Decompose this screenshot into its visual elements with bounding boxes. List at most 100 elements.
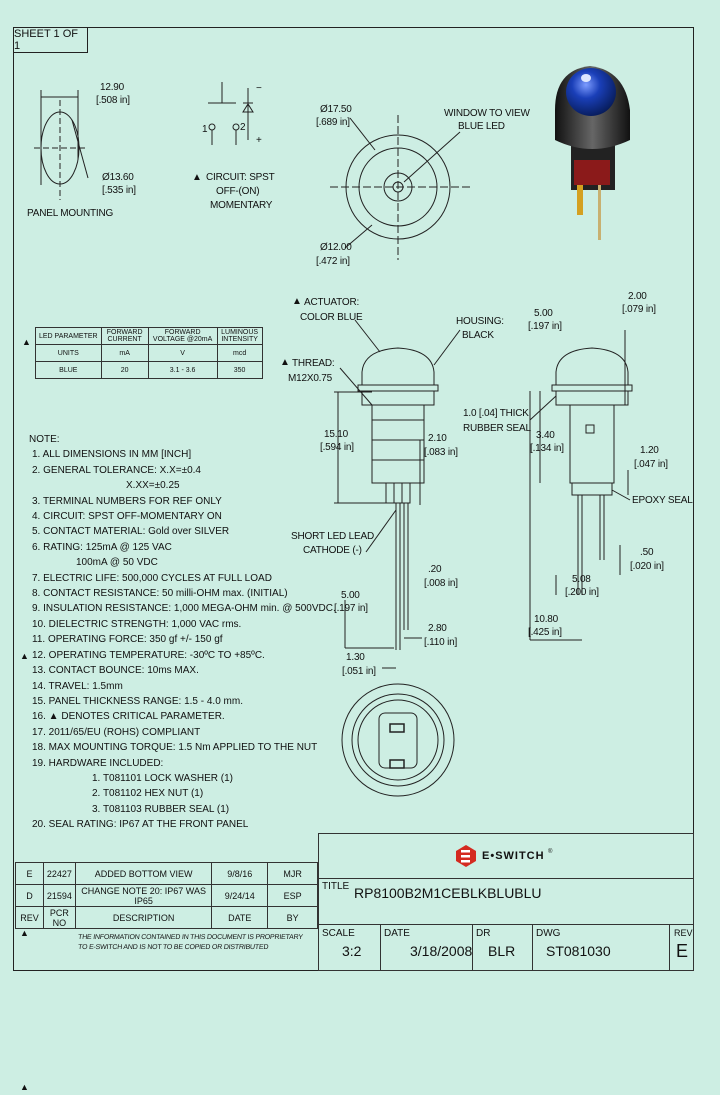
revision-cell: DATE [211,906,269,929]
led-u3: mcd [216,344,263,362]
side-actuator1: ACTUATOR: [304,297,360,308]
note-line: 20. SEAL RATING: IP67 AT THE FRONT PANEL [32,819,249,831]
side2-d120-in: [.047 in] [634,459,668,470]
side2-seal2: RUBBER SEAL [463,423,531,434]
side-thread1: THREAD: [292,358,335,369]
product-photo [555,66,630,240]
top-d2: Ø12.00 [320,242,352,253]
note-line: 11. OPERATING FORCE: 350 gf +/- 150 gf [32,634,223,646]
notes-block: NOTE:1. ALL DIMENSIONS IN MM [INCH]2. GE… [20,432,336,1092]
led-b2: 3.1 - 3.6 [147,361,218,379]
note-line: 18. MAX MOUNTING TORQUE: 1.5 Nm APPLIED … [32,742,318,754]
side-d1510-in: [.594 in] [320,442,354,453]
side-lead2: CATHODE (-) [303,545,362,556]
note-line: 19. HARDWARE INCLUDED: [32,757,164,769]
note-line: 10. DIELECTRIC STRENGTH: 1,000 VAC rms. [32,618,242,630]
brand-name: E•SWITCH [482,850,545,862]
side-d500: 5.00 [341,590,360,601]
critical-mark: ▲ [292,296,302,307]
note-line: 6. RATING: 125mA @ 125 VAC [32,541,172,553]
side2-epoxy: EPOXY SEAL [632,495,693,506]
revision-cell: 9/8/16 [211,862,269,885]
side-view [334,347,439,669]
revision-cell: REV [15,906,44,929]
note-line: 4. CIRCUIT: SPST OFF-MOMENTARY ON [32,511,222,523]
circuit-minus: − [256,83,262,94]
scale-label: SCALE [322,928,355,939]
circuit-p2: 2 [240,122,246,133]
revision-cell: PCR NO [42,906,76,929]
led-b1: 20 [100,361,149,379]
note-line: 16. ▲ DENOTES CRITICAL PARAMETER. [32,711,225,723]
leader-lines [339,319,631,553]
side-d210-in: [.083 in] [424,447,458,458]
side-housing2: BLACK [462,330,494,341]
panel-dim1: 12.90 [100,82,125,93]
led-h2: FORWARD VOLTAGE @20mA [147,327,218,345]
dr-value: BLR [488,943,516,959]
revision-cell: 22427 [42,862,76,885]
circuit-symbol [208,82,254,145]
side-d130-in: [.051 in] [342,666,376,677]
circuit-sub2: MOMENTARY [210,200,273,211]
revision-cell: MJR [267,862,318,885]
revision-cell: BY [267,906,318,929]
side-housing1: HOUSING: [456,316,504,327]
led-h1: FORWARD CURRENT [100,327,149,345]
note-line: NOTE: [29,434,60,445]
side2-d050-in: [.020 in] [630,561,664,572]
side-d210: 2.10 [428,433,447,444]
top-d2-in: [.472 in] [316,256,350,267]
side2-seal1: 1.0 [.04] THICK [463,408,529,419]
circuit-plus: + [256,135,262,146]
note-line: 12. OPERATING TEMPERATURE: -30ºC TO +85º… [32,649,265,661]
side2-d200: 2.00 [628,291,647,302]
critical-mark: ▲ [22,337,31,347]
side-d280-in: [.110 in] [424,637,458,648]
sheet-number: SHEET 1 OF 1 [13,27,88,53]
dr-label: DR [476,928,491,939]
side-d020-in: [.008 in] [424,578,458,589]
note-line: 9. INSULATION RESISTANCE: 1,000 MEGA-OHM… [32,603,336,615]
side2-d500: 5.00 [534,308,553,319]
side2-d1080-in: [.425 in] [528,627,562,638]
top-d1-in: [.689 in] [316,117,350,128]
note-line: 13. CONTACT BOUNCE: 10ms MAX. [32,665,199,677]
note-line: 8. CONTACT RESISTANCE: 50 milli-OHM max.… [32,588,288,600]
led-h0: LED PARAMETER [35,327,102,345]
top-window2: BLUE LED [458,121,505,132]
note-line: 14. TRAVEL: 1.5mm [32,680,123,692]
side2-d120: 1.20 [640,445,659,456]
side2-d340: 3.40 [536,430,555,441]
led-h3: LUMINOUS INTENSITY [216,327,263,345]
critical-mark: ▲ [20,927,29,938]
note-line: X.XX=±0.25 [126,480,180,492]
dwg-label: DWG [536,928,561,939]
panel-dim1-in: [.508 in] [96,95,130,106]
e-switch-logo-icon [456,845,476,867]
circuit-label: CIRCUIT: SPST [206,172,275,183]
side2-d500-in: [.197 in] [528,321,562,332]
revision-cell: 21594 [42,884,76,907]
rev-value: E [676,941,689,961]
note-line: 100mA @ 50 VDC [76,557,158,569]
revision-cell: E [15,862,44,885]
panel-dim2-in: [.535 in] [102,185,136,196]
led-table: LED PARAMETER FORWARD CURRENT FORWARD VO… [35,327,263,379]
date-value: 3/18/2008 [410,943,473,959]
revision-cell: D [15,884,44,907]
side2-d340-in: [.134 in] [530,443,564,454]
note-line: 1. T081101 LOCK WASHER (1) [92,772,233,784]
top-d1: Ø17.50 [320,104,352,115]
technical-drawing [34,82,633,797]
side2-d508: 5.08 [572,574,591,585]
side-d130: 1.30 [346,652,365,663]
rev-label: REV [674,928,693,938]
side-view-2 [529,330,633,641]
revision-cell: 9/24/14 [211,884,269,907]
scale-value: 3:2 [342,943,362,959]
critical-mark: ▲ [20,1081,29,1092]
